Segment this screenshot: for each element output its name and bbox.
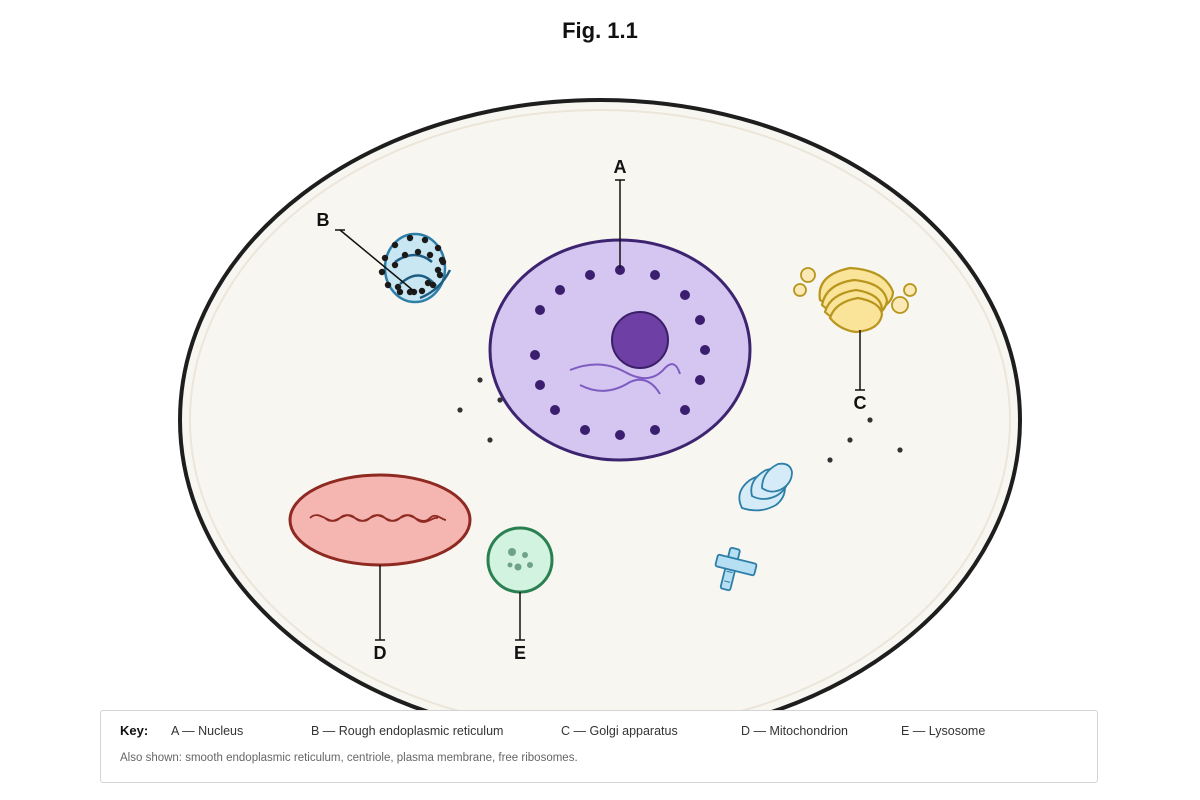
key-item-rough-er: B — Rough endoplasmic reticulum (311, 724, 504, 738)
nucleus (488, 238, 752, 462)
centriole (714, 546, 758, 592)
label-e: E (514, 643, 526, 663)
lysosome (486, 526, 554, 594)
key-item-mitochondrion: D — Mitochondrion (741, 724, 848, 738)
key-item-nucleus: A — Nucleus (171, 724, 244, 738)
key-note: Also shown: smooth endoplasmic reticulum… (120, 752, 578, 764)
key-heading: Key: (120, 723, 149, 738)
golgi-apparatus (793, 266, 917, 334)
label-d: D (374, 643, 387, 663)
rough-er (378, 232, 452, 304)
label-c: C (854, 393, 867, 413)
label-b: B (317, 210, 330, 230)
mitochondrion (288, 473, 472, 567)
free-ribosomes (457, 367, 903, 463)
nucleolus (611, 311, 669, 369)
label-a: A (614, 157, 627, 177)
nuclear-pores (530, 265, 710, 440)
figure-title: Fig. 1.1 (562, 18, 638, 43)
golgi-vesicles (793, 267, 917, 314)
key-item-lysosome: E — Lysosome (901, 724, 986, 738)
label-leaders (335, 179, 865, 641)
key-panel: Key: A — Nucleus B — Rough endoplasmic r… (100, 710, 1098, 783)
er-ribosomes (378, 234, 447, 296)
chromatin (569, 363, 681, 395)
smooth-er (738, 462, 793, 512)
key-item-golgi: C — Golgi apparatus (561, 724, 678, 738)
